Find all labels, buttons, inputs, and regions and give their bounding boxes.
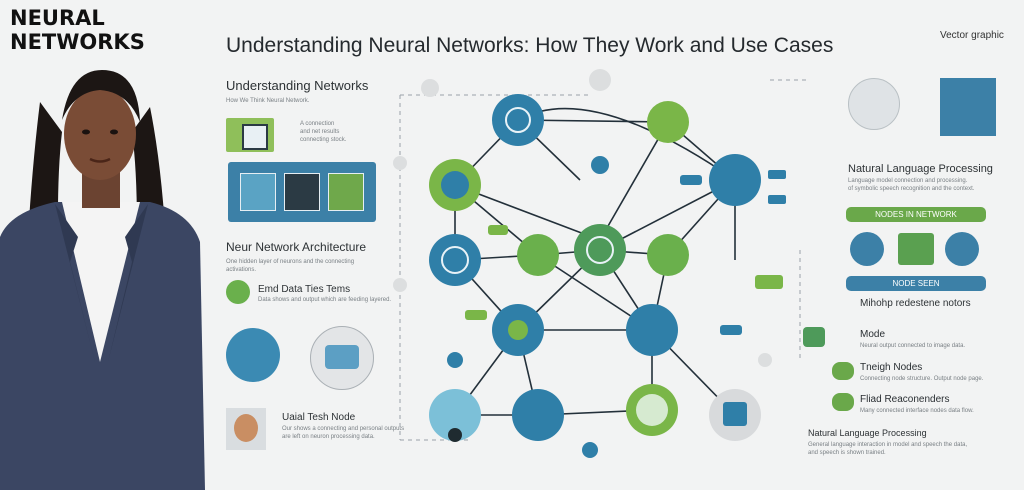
nlp2-desc: General language interaction in model an… <box>808 441 967 457</box>
avatar-face <box>234 414 258 442</box>
node-small-dark <box>448 428 462 442</box>
node-avatar <box>512 389 564 441</box>
edge-tag <box>768 195 786 204</box>
node-avatar <box>226 408 266 450</box>
edge-tag <box>755 275 783 289</box>
left-heading-1: Understanding Networks <box>226 78 369 93</box>
node-green <box>647 101 689 143</box>
left-desc-2: One hidden layer of neurons and the conn… <box>226 258 354 274</box>
desc-line: Our shows a connecting and personal outp… <box>282 426 405 432</box>
user-avatar <box>848 78 900 130</box>
corner-label: Vector graphic <box>940 30 1004 41</box>
edge-tag <box>488 225 508 235</box>
node-inner <box>508 320 528 340</box>
mode-icon <box>803 327 825 347</box>
screen-icon <box>240 173 276 211</box>
note-line: connecting stock. <box>300 137 347 143</box>
landscape-node <box>310 326 374 390</box>
node-seen-bar: NODE SEEN <box>846 276 986 291</box>
node-grey-small <box>421 79 439 97</box>
node-light-blue <box>429 389 481 441</box>
nlp-desc: Language model connection and processing… <box>848 177 974 193</box>
right-mid-heading: Mihohp redestene notors <box>860 298 971 309</box>
node-green <box>574 224 626 276</box>
screen-icon <box>284 173 320 211</box>
nlp2-title: Natural Language Processing <box>808 428 927 438</box>
item-desc: Neural output connected to image data. <box>860 343 966 349</box>
node-ring <box>505 107 531 133</box>
edge-tag <box>720 325 742 335</box>
node-ring <box>586 236 614 264</box>
node-small <box>447 352 463 368</box>
edge-tag <box>768 170 786 179</box>
note-line: and net results <box>300 129 340 135</box>
node-icon <box>832 393 854 411</box>
item-title: Tneigh Nodes <box>860 362 923 373</box>
node-desc: Our shows a connecting and personal outp… <box>282 425 404 441</box>
person-avatar <box>226 328 280 382</box>
nodes-bar: NODES IN NETWORK <box>846 207 986 222</box>
node-grey-small <box>589 69 611 91</box>
data-item-label: Emd Data Ties Tems <box>258 284 351 295</box>
screens-panel <box>228 162 376 222</box>
brand-line-1: NEURAL <box>10 6 105 30</box>
node-grey-small <box>758 353 772 367</box>
right-avatar <box>850 232 884 266</box>
landscape-icon <box>325 345 359 369</box>
desc-line: of symbolic speech recognition and the c… <box>848 186 975 192</box>
node-grey-small <box>393 278 407 292</box>
left-thumbnail-1 <box>226 118 274 152</box>
brand-title: NEURAL NETWORKS <box>10 6 145 54</box>
left-heading-2: Neur Network Architecture <box>226 240 367 254</box>
robot-icon <box>723 402 747 426</box>
nlp-title: Natural Language Processing <box>848 163 993 175</box>
node-inner <box>441 171 469 199</box>
node-small <box>582 442 598 458</box>
desc-line: Language model connection and processing… <box>848 178 968 184</box>
node-ring <box>441 246 469 274</box>
node-blue <box>492 94 544 146</box>
item-title: Mode <box>860 329 886 340</box>
presenter-illustration <box>0 70 205 490</box>
item-title: Fliad Reaconenders <box>860 394 950 405</box>
note-line: A connection <box>300 121 335 127</box>
desc-line: General language interaction in model an… <box>808 442 968 448</box>
item-desc: Connecting node structure. Output node p… <box>860 376 984 382</box>
node-small <box>591 156 609 174</box>
node-green <box>647 234 689 276</box>
desc-line: One hidden layer of neurons and the conn… <box>226 259 355 265</box>
node-blue <box>429 234 481 286</box>
node-inner <box>636 394 668 426</box>
data-item-desc: Data shows and output which are feeding … <box>258 297 392 303</box>
node-label: Uaial Tesh Node <box>282 412 356 423</box>
desc-line: are left on neuron processing data. <box>282 434 375 440</box>
screen-icon <box>328 173 364 211</box>
node-blue <box>626 304 678 356</box>
desc-line: activations. <box>226 267 257 273</box>
edge-tag <box>680 175 702 185</box>
data-item-icon <box>226 280 250 304</box>
right-device <box>898 233 934 265</box>
edge-tag <box>465 310 487 320</box>
monitor-icon <box>242 124 268 150</box>
item-desc: Many connected interface nodes data flow… <box>860 408 974 414</box>
user-avatar-screen <box>940 78 996 136</box>
right-avatar <box>945 232 979 266</box>
left-note-1: A connection and net results connecting … <box>300 120 346 144</box>
brand-line-2: NETWORKS <box>10 30 145 54</box>
page-title: Understanding Neural Networks: How They … <box>226 34 834 57</box>
network-diagram <box>393 69 810 458</box>
node-blue <box>709 154 761 206</box>
node-green <box>517 234 559 276</box>
left-subheading-1: How We Think Neural Network. <box>226 98 310 104</box>
node-grey-small <box>393 156 407 170</box>
desc-line: and speech is shown trained. <box>808 450 886 456</box>
node-icon <box>832 362 854 380</box>
